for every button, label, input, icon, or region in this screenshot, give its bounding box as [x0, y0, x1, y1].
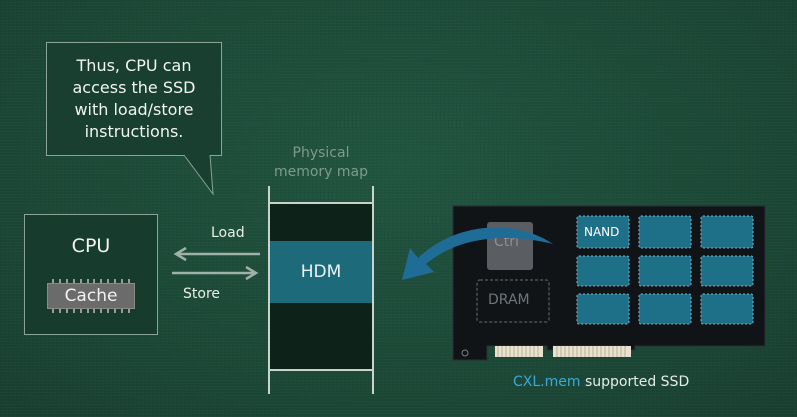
nand-grid — [576, 215, 754, 325]
speech-bubble: Thus, CPU can access the SSD with load/s… — [46, 42, 222, 156]
nand-label: NAND — [584, 225, 620, 239]
cxl-mem-text: CXL.mem — [513, 374, 581, 390]
hdm-label: HDM — [300, 262, 342, 282]
hdm-region: HDM — [270, 241, 372, 303]
speech-bubble-tail — [183, 154, 214, 196]
load-store-arrows — [172, 246, 260, 281]
load-label: Load — [211, 225, 245, 241]
curved-arrow-icon — [402, 227, 553, 280]
memory-map-right-edge — [372, 186, 374, 394]
curved-arrow — [402, 227, 553, 280]
memory-map-title: Physical memory map — [273, 145, 369, 180]
dram-chip — [476, 279, 550, 323]
load-arrow-icon — [173, 246, 260, 262]
edge-connector-right — [553, 346, 631, 357]
chip-pins-top — [50, 279, 132, 283]
ssd-caption: CXL.mem supported SSD — [513, 374, 689, 390]
cpu-box: CPU Cache — [24, 214, 158, 335]
memory-map-top-tick — [268, 202, 374, 204]
edge-connector-left — [495, 346, 543, 357]
cache-label: Cache — [64, 286, 118, 306]
store-label: Store — [183, 286, 221, 302]
cache-chip: Cache — [47, 279, 135, 313]
memory-map-bottom-tick — [268, 369, 374, 371]
chip-pins-bottom — [50, 309, 132, 313]
memory-map-left-edge — [268, 186, 270, 394]
cpu-label: CPU — [71, 235, 111, 257]
store-arrow-icon — [172, 265, 259, 281]
ssd-caption-rest: supported SSD — [580, 374, 690, 390]
dram-label: DRAM — [488, 292, 530, 308]
mount-hole-icon — [461, 349, 469, 357]
bubble-text: Thus, CPU can access the SSD with load/s… — [72, 56, 196, 141]
